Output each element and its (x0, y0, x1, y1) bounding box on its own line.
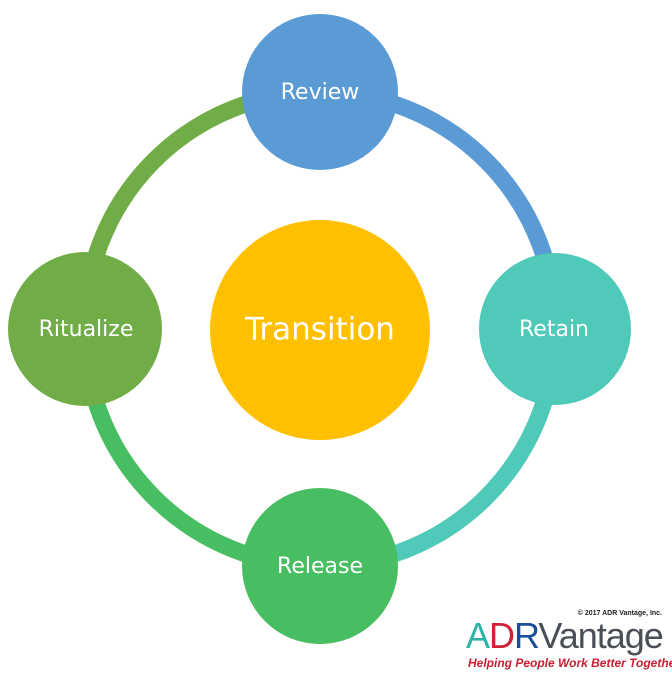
copyright-notice: © 2017 ADR Vantage, Inc. (577, 610, 662, 617)
center-circle-transition (210, 220, 430, 440)
node-circle-ritualize (8, 252, 162, 406)
node-label-ritualize: Ritualize (39, 317, 134, 342)
node-circle-retain (479, 253, 631, 405)
brand-letter-r: R (514, 615, 539, 656)
brand-word-vantage: Vantage (538, 615, 663, 656)
node-label-review: Review (281, 80, 360, 105)
node-circle-review (242, 14, 398, 170)
node-label-release: Release (277, 554, 363, 579)
center-label: Transition (244, 312, 395, 348)
brand-wordmark: ADRVantage (466, 615, 664, 656)
brand-letter-a: A (466, 615, 490, 656)
node-circle-release (242, 488, 398, 644)
adr-vantage-logo: © 2017 ADR Vantage, Inc. ADRVantage Help… (466, 610, 672, 672)
brand-letter-d: D (489, 615, 515, 656)
tagline: Helping People Work Better Together (468, 656, 672, 670)
node-label-retain: Retain (519, 317, 589, 342)
